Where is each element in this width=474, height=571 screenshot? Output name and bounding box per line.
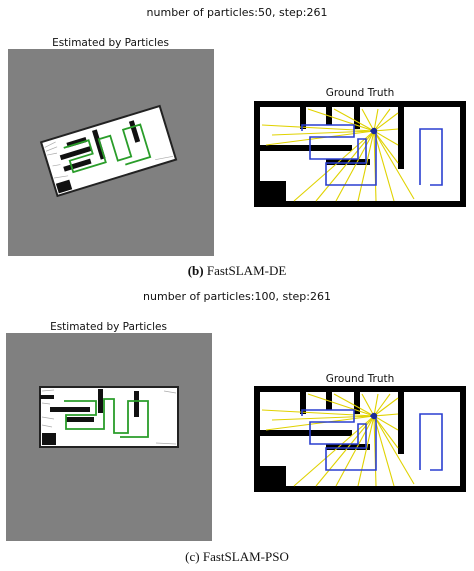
laser-rays	[261, 393, 415, 487]
estimated-wall	[55, 179, 73, 194]
estimated-path	[63, 123, 152, 174]
robot-marker	[370, 412, 378, 420]
estimated-wall	[42, 433, 56, 445]
estimated-wall	[128, 120, 141, 143]
estimated-path	[64, 398, 149, 438]
wall	[354, 392, 360, 414]
wall	[260, 181, 286, 201]
figure-b-caption: (b) FastSLAM-DE	[0, 263, 474, 279]
figure-b-estimated-title: Estimated by Particles	[52, 37, 169, 49]
true-path-right	[419, 413, 443, 471]
wall	[300, 107, 306, 129]
estimated-occupancy	[39, 104, 178, 198]
estimated-wall	[134, 391, 139, 417]
estimated-wall	[50, 407, 90, 412]
wall	[260, 466, 286, 486]
true-path-left	[301, 409, 377, 471]
figure-b-ground-truth-map	[254, 101, 466, 207]
estimated-wall	[98, 389, 103, 413]
figure-b-header: number of particles:50, step:261	[146, 6, 328, 19]
estimated-wall	[40, 395, 54, 399]
caption-label: (b)	[187, 263, 204, 278]
caption-text: FastSLAM-PSO	[202, 549, 289, 564]
figure-c-estimated-title: Estimated by Particles	[50, 321, 167, 333]
wall	[398, 392, 404, 454]
scanned-free-space	[39, 386, 179, 448]
figure-b-ground-truth-title: Ground Truth	[325, 87, 395, 99]
true-path-left	[301, 124, 377, 186]
laser-rays	[261, 108, 415, 202]
caption-label: (c)	[185, 549, 200, 564]
figure-c-caption: (c) FastSLAM-PSO	[0, 549, 474, 565]
wall	[354, 107, 360, 129]
figure-c-header: number of particles:100, step:261	[143, 290, 331, 303]
estimated-wall	[63, 158, 92, 172]
estimated-occupancy	[39, 386, 179, 448]
wall	[398, 107, 404, 169]
caption-text: FastSLAM-DE	[206, 263, 287, 278]
estimated-wall	[59, 146, 92, 161]
true-path-right	[419, 128, 443, 186]
wall	[300, 392, 306, 414]
figure-c-ground-truth-title: Ground Truth	[325, 373, 395, 385]
estimated-wall	[66, 417, 94, 422]
robot-marker	[370, 127, 378, 135]
figure-b-estimated-map	[8, 49, 214, 256]
wall	[260, 430, 352, 436]
figure-c-ground-truth-map	[254, 386, 466, 492]
figure-c-estimated-map	[6, 333, 212, 541]
wall	[260, 145, 352, 151]
